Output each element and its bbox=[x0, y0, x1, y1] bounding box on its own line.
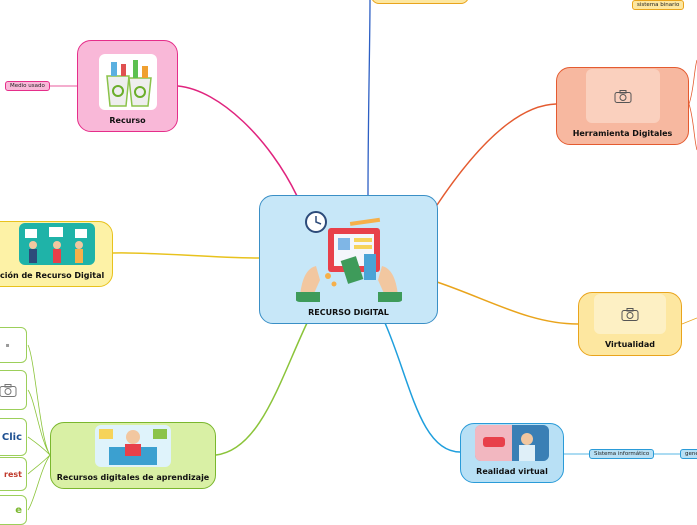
rda-child-1[interactable]: ▪ bbox=[0, 327, 27, 363]
rda-child-2[interactable] bbox=[0, 370, 27, 410]
tag-gene[interactable]: gene bbox=[680, 449, 697, 459]
rda-child-1-icon: ▪ bbox=[5, 341, 10, 349]
virtualidad-label: Virtualidad bbox=[605, 340, 655, 349]
edge-center-top bbox=[367, 0, 371, 196]
rda-child-clic[interactable]: Clic bbox=[0, 418, 27, 456]
vr-photo-icon bbox=[475, 425, 549, 461]
center-node[interactable]: RECURSO DIGITAL bbox=[259, 195, 438, 324]
recurso-node[interactable]: Recurso bbox=[77, 40, 178, 132]
tag-sistema-binario[interactable]: sistema binario bbox=[632, 0, 685, 10]
realidad-label: Realidad virtual bbox=[476, 467, 548, 476]
rda-child-e[interactable]: e bbox=[0, 495, 27, 525]
realidad-node[interactable]: Realidad virtual bbox=[460, 423, 564, 483]
recurso-label: Recurso bbox=[109, 116, 146, 125]
tag-sistema-binario-label: sistema binario bbox=[637, 2, 680, 8]
tag-medio-usado[interactable]: Medio usado bbox=[5, 81, 50, 91]
edge-center-herramienta bbox=[434, 103, 557, 209]
edge-herramienta-right bbox=[688, 59, 697, 151]
edge-center-rda bbox=[215, 322, 308, 456]
clic-logo-text: Clic bbox=[1, 431, 22, 443]
digital-resource-illustration-icon bbox=[294, 210, 404, 302]
edge-center-recurso bbox=[177, 85, 298, 197]
virtualidad-node[interactable]: Virtualidad bbox=[578, 292, 682, 356]
tag-sistema-informatico-label: Sistema informático bbox=[594, 451, 650, 457]
rda-node[interactable]: Recursos digitales de aprendizaje bbox=[50, 422, 216, 489]
virtualidad-image-placeholder bbox=[594, 294, 666, 334]
edge-virtualidad-right bbox=[681, 317, 697, 325]
definicion-label: inición de Recurso Digital bbox=[0, 271, 105, 280]
definicion-node[interactable]: inición de Recurso Digital bbox=[0, 221, 113, 287]
edge-center-definicion bbox=[112, 252, 261, 259]
herramienta-image-placeholder bbox=[585, 69, 660, 123]
people-with-screens-illustration-icon bbox=[18, 223, 95, 265]
recycle-bins-illustration-icon bbox=[98, 54, 157, 110]
center-label: RECURSO DIGITAL bbox=[308, 308, 389, 317]
herramienta-node[interactable]: Herramienta Digitales bbox=[556, 67, 689, 145]
rda-label: Recursos digitales de aprendizaje bbox=[56, 473, 210, 482]
tag-gene-label: gene bbox=[685, 451, 697, 457]
camera-icon bbox=[614, 89, 631, 103]
teacher-online-illustration-icon bbox=[95, 425, 171, 467]
rest-logo-text: rest bbox=[4, 469, 22, 479]
camera-icon bbox=[0, 383, 16, 397]
edge-center-realidad bbox=[384, 322, 461, 453]
top-branch-node[interactable] bbox=[371, 0, 469, 4]
rda-child-rest[interactable]: rest bbox=[0, 457, 27, 491]
herramienta-label: Herramienta Digitales bbox=[572, 129, 673, 138]
tag-medio-usado-label: Medio usado bbox=[10, 83, 45, 89]
e-logo-text: e bbox=[15, 504, 22, 516]
edge-rda-children bbox=[27, 344, 51, 511]
edge-center-virtualidad bbox=[436, 281, 579, 325]
tag-sistema-informatico[interactable]: Sistema informático bbox=[589, 449, 655, 459]
camera-icon bbox=[621, 307, 639, 321]
